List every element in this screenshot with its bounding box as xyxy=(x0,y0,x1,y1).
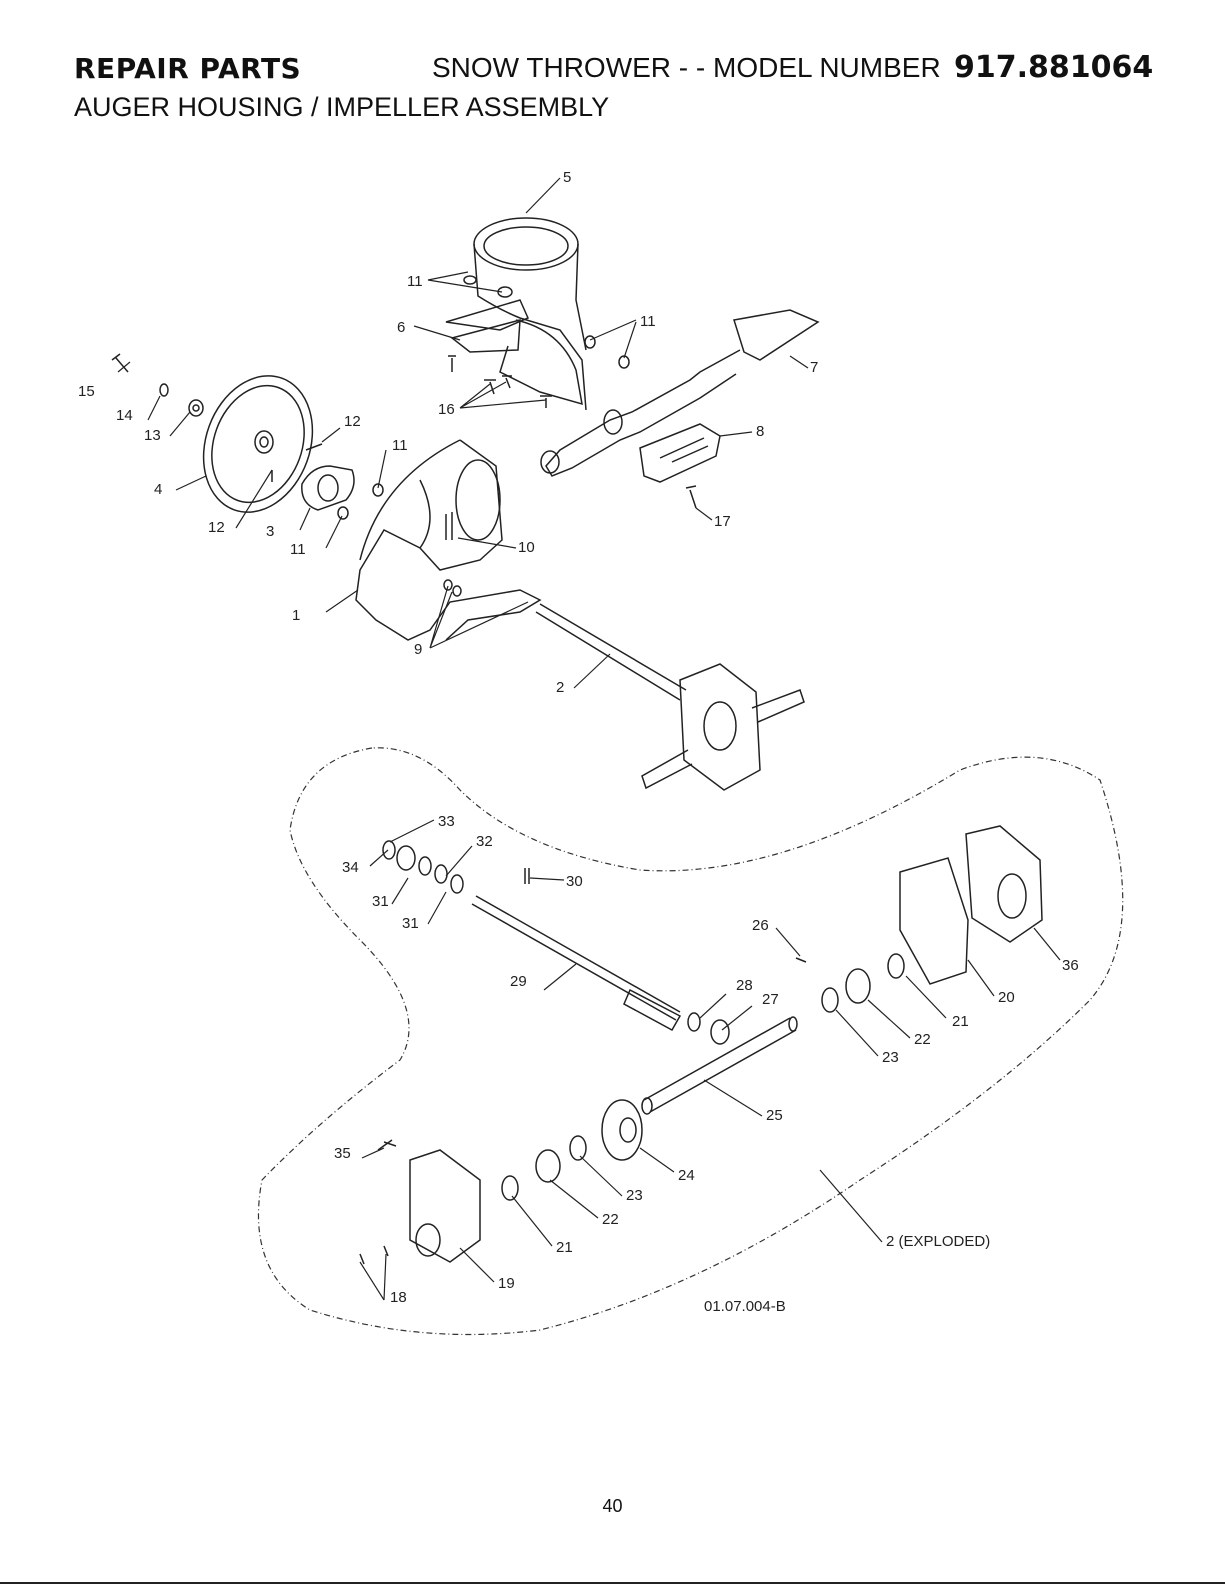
callout-13: 13 xyxy=(144,427,161,444)
thrust-washer-part xyxy=(451,875,463,893)
callout-19: 19 xyxy=(498,1275,515,1292)
part-callouts: 5 11 6 11 7 8 17 16 15 14 13 4 12 12 11 … xyxy=(78,169,1079,1315)
screw-part xyxy=(686,486,696,508)
part-drawings xyxy=(112,218,1042,1264)
callout-2: 2 xyxy=(556,679,564,696)
thrust-washer-part xyxy=(822,988,838,1012)
callout-1: 1 xyxy=(292,607,300,624)
worm-shaft-part xyxy=(472,896,680,1030)
gearbox-half-part xyxy=(410,1150,480,1262)
callout-3: 3 xyxy=(266,523,274,540)
callout-10: 10 xyxy=(518,539,535,556)
hex-bolt-part xyxy=(112,354,128,372)
grease-fitting-part xyxy=(378,1140,396,1150)
callout-4: 4 xyxy=(154,481,162,498)
woodruff-key-part xyxy=(796,958,806,962)
washer-part xyxy=(189,400,203,416)
callout-27: 27 xyxy=(762,991,779,1008)
pulley-part xyxy=(185,360,331,527)
callout-21: 21 xyxy=(556,1239,573,1256)
hex-nut-part xyxy=(453,586,461,596)
callout-18: 18 xyxy=(390,1289,407,1306)
bottom-rule xyxy=(0,1582,1225,1584)
callout-11: 11 xyxy=(392,437,408,454)
auger-gearbox-part xyxy=(536,604,804,790)
bracket-part xyxy=(640,424,720,482)
washer-hole xyxy=(193,405,199,411)
callout-9: 9 xyxy=(414,641,422,658)
callout-17: 17 xyxy=(714,513,731,530)
callout-31: 31 xyxy=(402,915,419,932)
bearing-flange-part xyxy=(302,466,354,510)
callout-15: 15 xyxy=(78,383,95,400)
callout-22: 22 xyxy=(914,1031,931,1048)
callout-12: 12 xyxy=(208,519,225,536)
callout-26: 26 xyxy=(752,917,769,934)
exploded-view-boundary xyxy=(258,748,1122,1335)
callout-23: 23 xyxy=(882,1049,899,1066)
lock-nut-part xyxy=(160,384,168,396)
bolt-parts xyxy=(446,512,452,540)
page-number: 40 xyxy=(0,1496,1225,1517)
callout-11: 11 xyxy=(407,273,423,290)
callout-36: 36 xyxy=(1062,957,1079,974)
callout-33: 33 xyxy=(438,813,455,830)
callout-24: 24 xyxy=(678,1167,695,1184)
callout-34: 34 xyxy=(342,859,359,876)
thrust-washer-part xyxy=(570,1136,586,1160)
callout-11: 11 xyxy=(290,541,306,558)
callout-30: 30 xyxy=(566,873,583,890)
bearing-part xyxy=(711,1020,729,1044)
gearbox-half-part xyxy=(966,826,1042,942)
seal-part xyxy=(888,954,904,978)
washer-part xyxy=(688,1013,700,1031)
callout-22: 22 xyxy=(602,1211,619,1228)
nut-parts xyxy=(338,336,629,519)
hex-nut-part xyxy=(444,580,452,590)
callout-7: 7 xyxy=(810,359,818,376)
callout-35: 35 xyxy=(334,1145,351,1162)
impeller-housing-part xyxy=(446,276,582,404)
retaining-ring-part xyxy=(435,865,447,883)
callout-2-exploded: 2 (EXPLODED) xyxy=(886,1233,990,1250)
bearing-part xyxy=(536,1150,560,1182)
drawing-code: 01.07.004-B xyxy=(704,1298,786,1315)
callout-28: 28 xyxy=(736,977,753,994)
callout-8: 8 xyxy=(756,423,764,440)
callout-23: 23 xyxy=(626,1187,643,1204)
gasket-part xyxy=(900,858,968,984)
callout-6: 6 xyxy=(397,319,405,336)
callout-25: 25 xyxy=(766,1107,783,1124)
callout-5: 5 xyxy=(563,169,571,186)
callout-16: 16 xyxy=(438,401,455,418)
seal-part xyxy=(502,1176,518,1200)
callout-20: 20 xyxy=(998,989,1015,1006)
callout-32: 32 xyxy=(476,833,493,850)
plug-parts xyxy=(360,1246,388,1264)
bearing-part xyxy=(846,969,870,1003)
callout-29: 29 xyxy=(510,973,527,990)
callout-11: 11 xyxy=(640,313,656,330)
thrust-washer-part xyxy=(419,857,431,875)
key-part xyxy=(525,868,529,884)
auger-housing-part xyxy=(356,440,540,640)
seal-part xyxy=(383,841,395,859)
chute-ring-part xyxy=(474,218,586,410)
callout-21: 21 xyxy=(952,1013,969,1030)
callout-12: 12 xyxy=(344,413,361,430)
auger-axle-part xyxy=(642,1017,797,1114)
carriage-bolt-parts xyxy=(448,356,552,408)
callout-14: 14 xyxy=(116,407,133,424)
leader-lines xyxy=(118,178,1060,1300)
callout-31: 31 xyxy=(372,893,389,910)
worm-gear-hub xyxy=(620,1118,636,1142)
bushing-part xyxy=(397,846,415,870)
